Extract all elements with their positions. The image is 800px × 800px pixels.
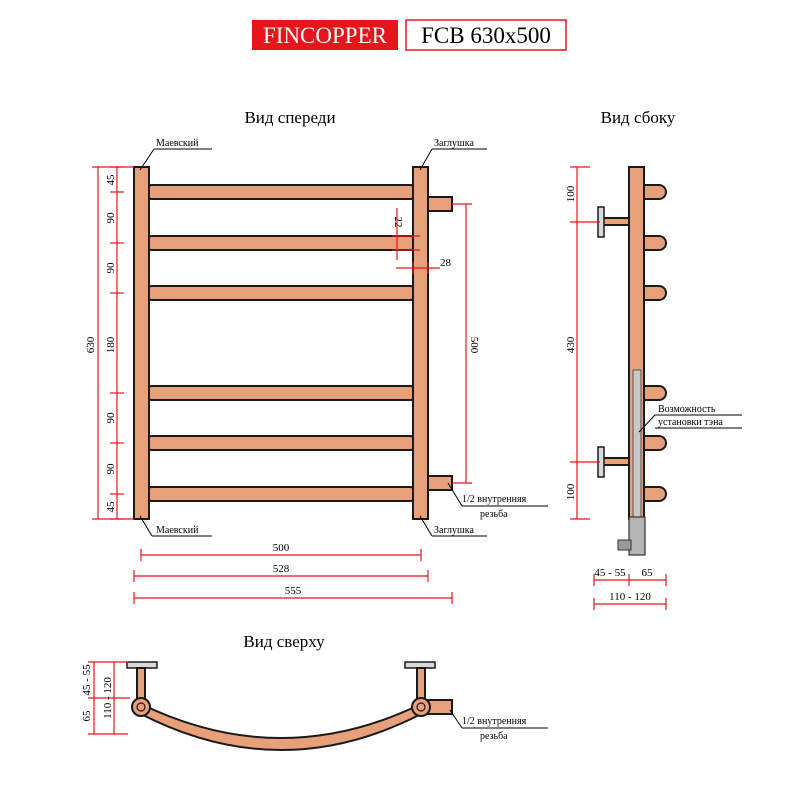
front-leaders: Маевский Заглушка Маевский Заглушка 1/2 … bbox=[139, 138, 548, 537]
maevsky-top-label: Маевский bbox=[156, 138, 199, 149]
top-bracket-arm-right bbox=[416, 667, 426, 703]
dim-label: 45 bbox=[105, 174, 117, 186]
side-65-label: 65 bbox=[642, 567, 654, 579]
side-45-55-label: 45 - 55 bbox=[594, 567, 626, 579]
rung bbox=[144, 435, 418, 451]
dim-555-label: 555 bbox=[285, 585, 302, 597]
dim-total-label: 630 bbox=[85, 336, 97, 353]
rung-detail-dimensions: 22 28 bbox=[392, 208, 452, 274]
dim-label: 45 bbox=[105, 501, 117, 513]
plug-top-label: Заглушка bbox=[434, 138, 474, 149]
side-100-top-label: 100 bbox=[565, 185, 577, 202]
dim-label: 90 bbox=[105, 212, 117, 224]
rungs bbox=[144, 184, 418, 502]
dim-22-label: 22 bbox=[392, 217, 404, 228]
front-view-title: Вид спереди bbox=[244, 108, 335, 127]
dim-label: 90 bbox=[105, 262, 117, 274]
heater-plug bbox=[617, 539, 632, 551]
front-left-dimensions: 45 90 90 180 90 90 45 630 bbox=[85, 166, 134, 520]
top-65-label: 65 bbox=[81, 710, 93, 722]
header: FINCOPPER FCB 630x500 bbox=[252, 19, 567, 51]
rung bbox=[144, 184, 418, 200]
rung bbox=[144, 486, 418, 502]
thread-front-label-1: 1/2 внутренняя bbox=[462, 494, 527, 505]
dim-528-label: 528 bbox=[273, 563, 290, 575]
top-bracket-arm-left bbox=[136, 667, 146, 703]
dim-label: 90 bbox=[105, 463, 117, 475]
left-collector bbox=[133, 166, 150, 520]
right-collector bbox=[412, 166, 429, 520]
thread-top-label-1: 1/2 внутренняя bbox=[462, 716, 527, 727]
model-name: FCB 630x500 bbox=[421, 23, 551, 48]
brand-box bbox=[252, 20, 398, 50]
heater-label-1: Возможность bbox=[658, 404, 716, 415]
front-view: 45 90 90 180 90 90 45 630 22 28 500 bbox=[85, 138, 548, 604]
top-view: 45 - 55 65 110 - 120 1/2 внутренняя резь… bbox=[81, 661, 548, 751]
rung bbox=[144, 235, 418, 251]
heater-element bbox=[632, 369, 642, 521]
dim-label: 180 bbox=[105, 336, 117, 353]
side-view-title: Вид сбоку bbox=[601, 108, 676, 127]
heater-label-2: установки тэна bbox=[658, 417, 723, 428]
top-collector-left bbox=[131, 697, 151, 717]
dim-500-label: 500 bbox=[273, 542, 290, 554]
heater-housing bbox=[628, 516, 646, 556]
thread-front-label-2: резьба bbox=[480, 509, 508, 520]
bracket-arm bbox=[601, 217, 631, 226]
dim-label: 90 bbox=[105, 412, 117, 424]
front-width-dimensions: 500 528 555 bbox=[133, 542, 453, 604]
side-view: 100 430 100 Возможность установки тэна 4… bbox=[565, 166, 742, 610]
top-view-title: Вид сверху bbox=[243, 632, 325, 651]
bracket-arm bbox=[601, 457, 631, 466]
top-110-120-label: 110 - 120 bbox=[102, 677, 114, 719]
rung bbox=[144, 285, 418, 301]
brand-name: FINCOPPER bbox=[263, 23, 388, 48]
thread-top-label-2: резьба bbox=[480, 731, 508, 742]
top-rung-curve bbox=[140, 702, 422, 751]
top-45-55-label: 45 - 55 bbox=[81, 664, 93, 696]
top-collector-right bbox=[411, 697, 431, 717]
side-100-bottom-label: 100 bbox=[565, 483, 577, 500]
dim-500-vertical-label: 500 bbox=[468, 337, 480, 354]
front-right-dimension: 500 bbox=[452, 203, 480, 484]
rung bbox=[144, 385, 418, 401]
model-box bbox=[405, 19, 567, 51]
plug-bottom-label: Заглушка bbox=[434, 525, 474, 536]
side-110-120-label: 110 - 120 bbox=[609, 591, 651, 603]
side-430-label: 430 bbox=[565, 336, 577, 353]
dim-28-label: 28 bbox=[440, 257, 452, 269]
maevsky-bottom-label: Маевский bbox=[156, 525, 199, 536]
